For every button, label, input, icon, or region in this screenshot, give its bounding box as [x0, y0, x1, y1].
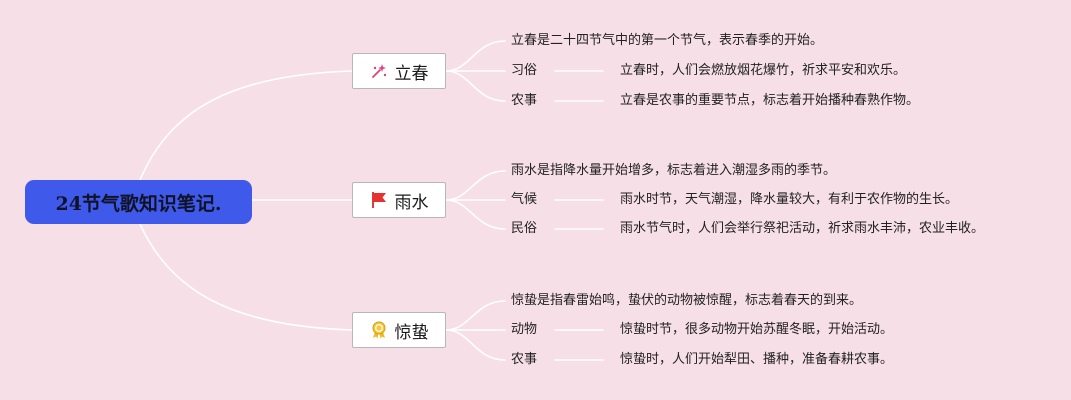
subtopic-detail: 雨水节气时，人们会举行祭祀活动，祈求雨水丰沛，农业丰收。 — [620, 221, 985, 236]
branch-description: 雨水是指降水量开始增多，标志着进入潮湿多雨的季节。 — [511, 163, 837, 178]
connector-root-jingzhe — [139, 223, 353, 331]
branch-label: 惊蛰 — [394, 322, 429, 343]
branch-lichun[interactable]: 立春 — [352, 53, 446, 89]
subtopic-detail: 雨水时节，天气潮湿，降水量较大，有利于农作物的生长。 — [620, 192, 959, 207]
root-title: 24节气歌知识笔记. — [55, 192, 222, 215]
branch-description: 惊蛰是指春雷始鸣，蛰伏的动物被惊醒，标志着春天的到来。 — [511, 293, 863, 308]
branch-label: 雨水 — [394, 192, 429, 213]
branch-label: 立春 — [394, 63, 429, 84]
subtopic-detail: 立春是农事的重要节点，标志着开始播种春熟作物。 — [620, 93, 920, 108]
subtopic-label: 农事 — [511, 93, 538, 108]
subtopic-label: 农事 — [511, 352, 538, 367]
branch-yushui[interactable]: 雨水 — [352, 182, 446, 218]
red-flag-icon — [370, 191, 388, 209]
connector-root-lichun — [139, 70, 353, 181]
subtopic-label: 民俗 — [511, 221, 538, 236]
subtopic-detail: 惊蛰时，人们开始犁田、播种，准备春耕农事。 — [620, 352, 894, 367]
subtopic-label: 动物 — [511, 322, 538, 337]
root-topic[interactable]: 24节气歌知识笔记. — [25, 180, 252, 224]
branch-jingzhe[interactable]: 惊蛰 — [352, 312, 446, 348]
subtopic-label: 气候 — [511, 192, 538, 207]
medal-icon — [370, 321, 388, 339]
subtopic-detail: 立春时，人们会燃放烟花爆竹，祈求平安和欢乐。 — [620, 63, 907, 78]
subtopic-detail: 惊蛰时节，很多动物开始苏醒冬眠，开始活动。 — [620, 322, 894, 337]
branch-description: 立春是二十四节气中的第一个节气，表示春季的开始。 — [511, 33, 824, 48]
subtopic-label: 习俗 — [511, 63, 538, 78]
sparkle-icon — [370, 62, 388, 80]
